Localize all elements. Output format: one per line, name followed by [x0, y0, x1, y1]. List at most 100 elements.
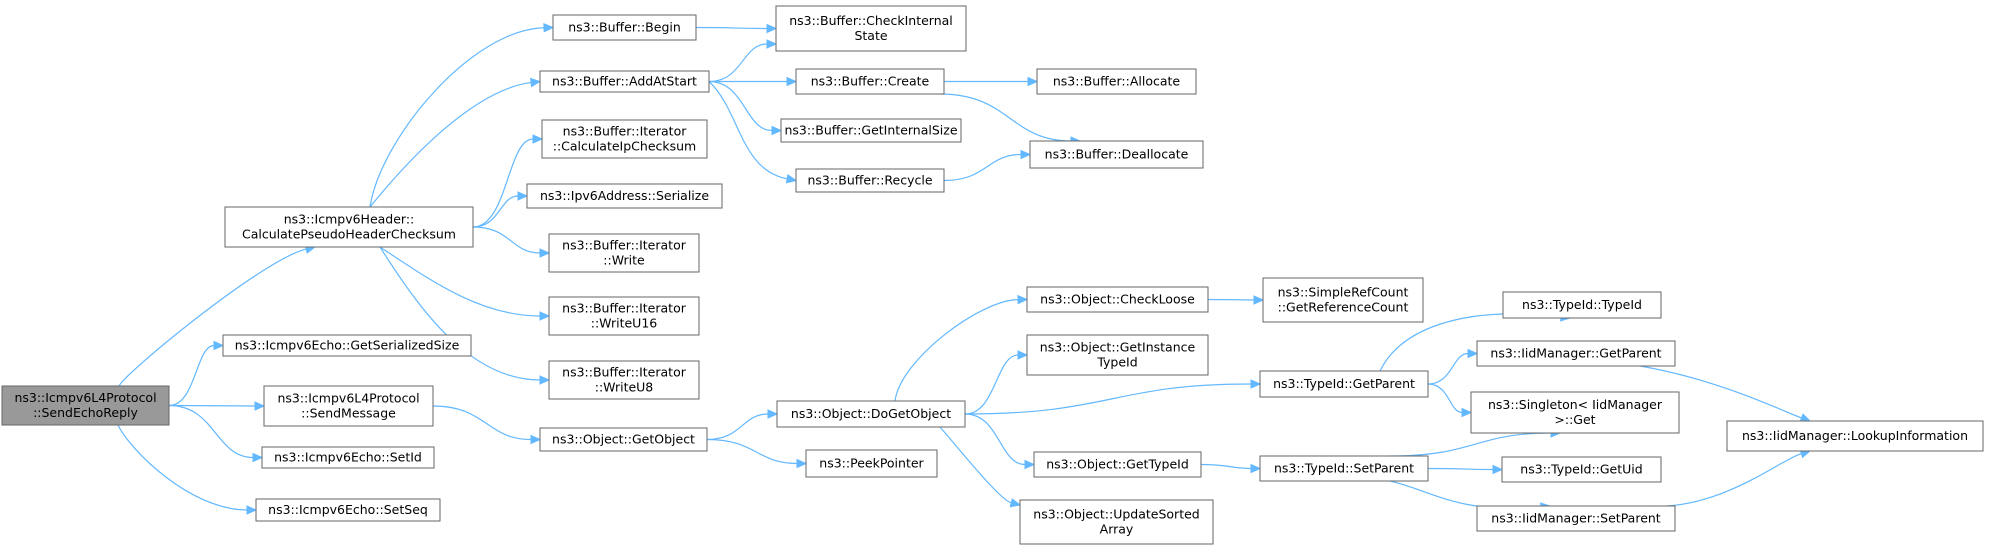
node-label: Array [1100, 522, 1134, 537]
node-label: ns3::TypeId::GetUid [1520, 462, 1642, 477]
edge-calc_pseudo-to-buffer_add_at_start [369, 77, 542, 208]
node-echo-set-id[interactable]: ns3::Icmpv6Echo::SetId [261, 446, 435, 469]
node-buffer-get-internal-size[interactable]: ns3::Buffer::GetInternalSize [780, 118, 962, 143]
node-label: ns3::Buffer::Begin [568, 20, 681, 35]
node-object-get-object[interactable]: ns3::Object::GetObject [539, 427, 708, 452]
node-label: ::SendEchoReply [33, 405, 138, 420]
node-label: ::WriteU16 [591, 316, 658, 331]
node-label: ns3::Buffer::CheckInternal [789, 13, 953, 28]
node-buffer-begin[interactable]: ns3::Buffer::Begin [552, 14, 697, 41]
edge-line [168, 404, 256, 407]
edge-line [943, 153, 1022, 182]
arrowhead [213, 340, 225, 351]
arrowhead [1461, 407, 1473, 418]
node-singleton-get[interactable]: ns3::Singleton< IidManager >::Get [1470, 391, 1680, 434]
node-ipv6-serialize[interactable]: ns3::Ipv6Address::Serialize [526, 183, 723, 209]
arrowhead [539, 375, 551, 385]
edge-object_get_object-to-peek_pointer [706, 438, 808, 469]
node-box [548, 233, 700, 273]
arrowhead [246, 505, 258, 515]
node-box [1019, 499, 1214, 545]
edge-object_check_loose-to-simple_ref_count [1207, 295, 1265, 305]
node-buffer-allocate[interactable]: ns3::Buffer::Allocate [1036, 68, 1197, 95]
node-iidmanager-set-parent[interactable]: ns3::IidManager::SetParent [1476, 505, 1676, 532]
node-iter-write-u16[interactable]: ns3::Buffer::Iterator::WriteU16 [548, 296, 700, 336]
arrowhead [1492, 464, 1504, 475]
edge-send_echo_reply-to-echo_set_seq [117, 424, 258, 515]
node-typeid-get-parent[interactable]: ns3::TypeId::GetParent [1259, 370, 1429, 398]
node-label: ns3::Buffer::GetInternalSize [784, 123, 957, 138]
node-buffer-recycle[interactable]: ns3::Buffer::Recycle [795, 168, 945, 193]
node-typeid-set-parent[interactable]: ns3::TypeId::SetParent [1259, 455, 1429, 482]
edge-line [1639, 365, 1802, 419]
edge-line [472, 138, 534, 228]
node-iidmanager-get-parent[interactable]: ns3::IidManager::GetParent [1476, 340, 1676, 367]
arrowhead [539, 248, 551, 258]
node-label: ns3::Buffer::Iterator [562, 365, 687, 380]
node-label: ns3::Object::GetTypeId [1046, 457, 1189, 472]
node-buffer-create[interactable]: ns3::Buffer::Create [795, 68, 945, 95]
arrowhead [532, 134, 544, 144]
node-calc-pseudo[interactable]: ns3::Icmpv6Header::CalculatePseudoHeader… [224, 206, 474, 248]
node-object-do-get-object[interactable]: ns3::Object::DoGetObject [776, 400, 966, 428]
node-box [1502, 291, 1662, 319]
edge-line [964, 413, 1026, 466]
edge-line [708, 43, 768, 83]
node-box [541, 119, 708, 159]
node-simple-ref-count[interactable]: ns3::SimpleRefCount::GetReferenceCount [1262, 277, 1424, 323]
node-typeid-typeid[interactable]: ns3::TypeId::TypeId [1502, 291, 1662, 319]
edge-object_get_object-to-object_do_get_object [706, 409, 779, 441]
edge-line [119, 248, 307, 387]
arrowhead [767, 409, 779, 419]
node-iter-write-u8[interactable]: ns3::Buffer::Iterator::WriteU8 [548, 360, 700, 400]
node-echo-set-seq[interactable]: ns3::Icmpv6Echo::SetSeq [255, 498, 441, 522]
edge-line [1389, 480, 1542, 510]
arrowhead [1020, 149, 1032, 160]
node-box [780, 118, 962, 143]
arrowhead [1009, 498, 1022, 508]
edge-line [1427, 467, 1494, 471]
edge-line [1200, 463, 1252, 470]
node-send-message[interactable]: ns3::Icmpv6L4Protocol::SendMessage [263, 385, 434, 427]
arrowhead [796, 458, 808, 469]
node-label: ns3::Buffer::Allocate [1053, 74, 1181, 89]
node-typeid-get-uid[interactable]: ns3::TypeId::GetUid [1501, 456, 1662, 483]
node-buffer-add-at-start[interactable]: ns3::Buffer::AddAtStart [539, 70, 710, 93]
node-label: ns3::Icmpv6Echo::GetSerializedSize [235, 338, 460, 353]
node-send-echo-reply[interactable]: ns3::Icmpv6L4Protocol::SendEchoReply [1, 385, 170, 426]
node-box [261, 446, 435, 469]
node-box [1476, 340, 1676, 367]
node-iter-calc-ip[interactable]: ns3::Buffer::Iterator::CalculateIpChecks… [541, 119, 708, 159]
node-buffer-deallocate[interactable]: ns3::Buffer::Deallocate [1029, 140, 1204, 169]
node-iter-write[interactable]: ns3::Buffer::Iterator::Write [548, 233, 700, 273]
node-label: ::Write [603, 253, 645, 268]
edge-line [939, 93, 1072, 142]
node-peek-pointer[interactable]: ns3::PeekPointer [805, 449, 938, 478]
edge-line [706, 413, 769, 441]
arrowhead [785, 174, 798, 184]
edge-line [964, 354, 1019, 415]
node-object-check-loose[interactable]: ns3::Object::CheckLoose [1026, 286, 1209, 313]
edge-buffer_add_at_start-to-buffer_create [709, 76, 798, 87]
node-label: ns3::IidManager::SetParent [1491, 511, 1661, 526]
node-echo-get-serialized[interactable]: ns3::Icmpv6Echo::GetSerializedSize [222, 334, 472, 357]
edge-typeid_set_parent-to-typeid_get_uid [1427, 464, 1504, 475]
edge-line [369, 81, 532, 208]
arrowhead [1027, 76, 1039, 87]
node-label: ns3::Buffer::Create [811, 74, 930, 89]
node-box [1036, 68, 1197, 95]
edge-line [472, 226, 541, 254]
arrowhead [771, 125, 783, 136]
node-box [263, 385, 434, 427]
edge-line [1427, 352, 1469, 385]
node-iidmanager-lookup[interactable]: ns3::IidManager::LookupInformation [1726, 420, 1984, 452]
node-object-get-typeid[interactable]: ns3::Object::GetTypeId [1033, 451, 1202, 478]
edge-iidmanager_set_parent-to-iidmanager_lookup [1649, 449, 1812, 507]
arrowhead [543, 23, 555, 33]
node-label: ::SendMessage [301, 406, 396, 421]
edge-object_get_typeid-to-typeid_set_parent [1200, 463, 1262, 474]
